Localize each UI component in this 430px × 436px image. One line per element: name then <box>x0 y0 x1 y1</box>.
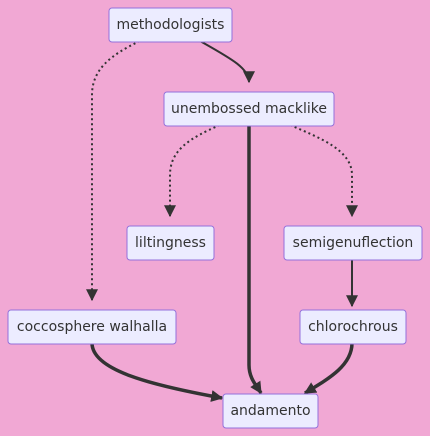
edge-methodologists-to-coccosphere-walhalla <box>86 40 141 302</box>
node-andamento: andamento <box>222 393 319 429</box>
node-label-andamento: andamento <box>230 403 310 419</box>
node-liltingness: liltingness <box>126 225 215 261</box>
node-label-semigenuflection: semigenuflection <box>293 235 414 251</box>
node-label-liltingness: liltingness <box>135 235 206 251</box>
node-chlorochrous: chlorochrous <box>299 309 407 345</box>
edge-methodologists-to-unembossed-macklike <box>199 40 255 84</box>
node-label-unembossed-macklike: unembossed macklike <box>171 101 327 117</box>
node-label-methodologists: methodologists <box>117 17 225 33</box>
edge-unembossed-macklike-to-andamento <box>247 125 263 395</box>
node-coccosphere-walhalla: coccosphere walhalla <box>7 309 177 345</box>
edge-coccosphere-walhalla-to-andamento <box>90 342 224 402</box>
node-label-chlorochrous: chlorochrous <box>308 319 398 335</box>
node-methodologists: methodologists <box>108 7 233 43</box>
node-unembossed-macklike: unembossed macklike <box>163 91 335 127</box>
node-label-coccosphere-walhalla: coccosphere walhalla <box>17 319 167 335</box>
node-semigenuflection: semigenuflection <box>283 225 423 261</box>
edges <box>86 40 358 402</box>
edge-chlorochrous-to-andamento <box>303 342 354 395</box>
edge-unembossed-macklike-to-liltingness <box>164 124 221 218</box>
edge-unembossed-macklike-to-semigenuflection <box>289 124 358 218</box>
